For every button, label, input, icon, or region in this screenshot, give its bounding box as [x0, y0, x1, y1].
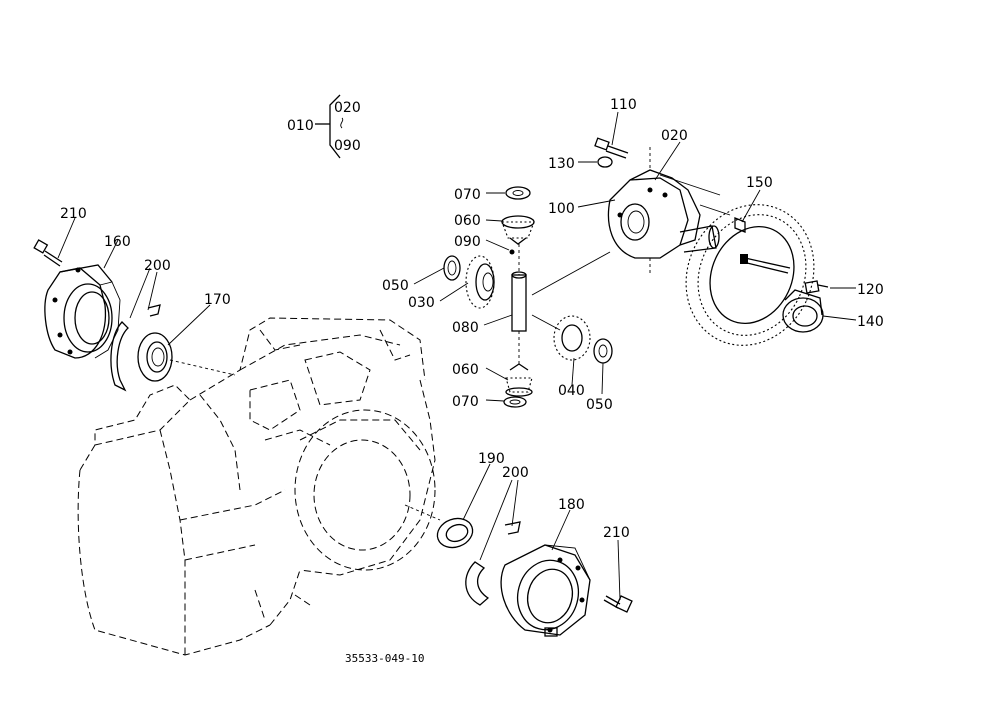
left-bolt — [33, 239, 63, 267]
label-130: 130 — [548, 156, 575, 172]
label-140: 140 — [857, 314, 884, 330]
label-070-top: 070 — [454, 187, 481, 203]
label-070-bottom: 070 — [452, 394, 479, 410]
label-010: 010 — [287, 118, 314, 134]
part-labels: 010 020 090 210 160 200 170 110 130 020 … — [60, 97, 884, 665]
washer-130 — [597, 156, 613, 168]
label-180: 180 — [558, 497, 585, 513]
label-150: 150 — [746, 175, 773, 191]
left-bearing — [137, 332, 173, 382]
label-160: 160 — [104, 234, 131, 250]
label-200-right: 200 — [502, 465, 529, 481]
oil-seal — [436, 517, 474, 549]
label-060-top: 060 — [454, 213, 481, 229]
side-gear-shim-right — [593, 338, 613, 364]
assembly-axis-lines — [169, 174, 731, 521]
label-020: 020 — [661, 128, 688, 144]
label-120: 120 — [857, 282, 884, 298]
label-040: 040 — [558, 383, 585, 399]
right-bearing — [782, 289, 824, 333]
label-060-bottom: 060 — [452, 362, 479, 378]
label-110: 110 — [610, 97, 637, 113]
drawing-code: 35533-049-10 — [345, 652, 424, 665]
bolt-120 — [804, 280, 829, 294]
label-050-right: 050 — [586, 397, 613, 413]
label-170: 170 — [204, 292, 231, 308]
differential-case — [607, 145, 720, 275]
label-030: 030 — [408, 295, 435, 311]
label-group-from: 020 — [334, 100, 361, 116]
leader-lines — [57, 111, 857, 601]
group-bracket — [315, 94, 344, 159]
right-bolt — [603, 595, 633, 613]
side-gear-left — [465, 255, 495, 309]
left-shim — [110, 304, 161, 392]
pinion-gear-bottom — [505, 363, 533, 397]
ring-gear — [685, 204, 815, 346]
thrust-washer-top — [505, 186, 531, 200]
pinion-shaft — [511, 271, 527, 332]
label-210-left: 210 — [60, 206, 87, 222]
pinion-gear-top — [501, 215, 535, 245]
label-090: 090 — [454, 234, 481, 250]
label-210-right: 210 — [603, 525, 630, 541]
right-bearing-housing — [500, 544, 591, 637]
left-bearing-housing — [44, 264, 121, 359]
right-shim — [465, 521, 521, 606]
label-group-to: 090 — [334, 138, 361, 154]
bolt-110 — [594, 137, 629, 159]
label-100: 100 — [548, 201, 575, 217]
label-050-left: 050 — [382, 278, 409, 294]
label-200-left: 200 — [144, 258, 171, 274]
side-gear-shim-left — [443, 255, 461, 281]
lock-pin — [509, 249, 515, 255]
label-190: 190 — [478, 451, 505, 467]
side-gear-right — [553, 315, 591, 361]
label-080: 080 — [452, 320, 479, 336]
transmission-case-outline — [77, 317, 436, 656]
thrust-washer-bottom — [503, 396, 527, 408]
